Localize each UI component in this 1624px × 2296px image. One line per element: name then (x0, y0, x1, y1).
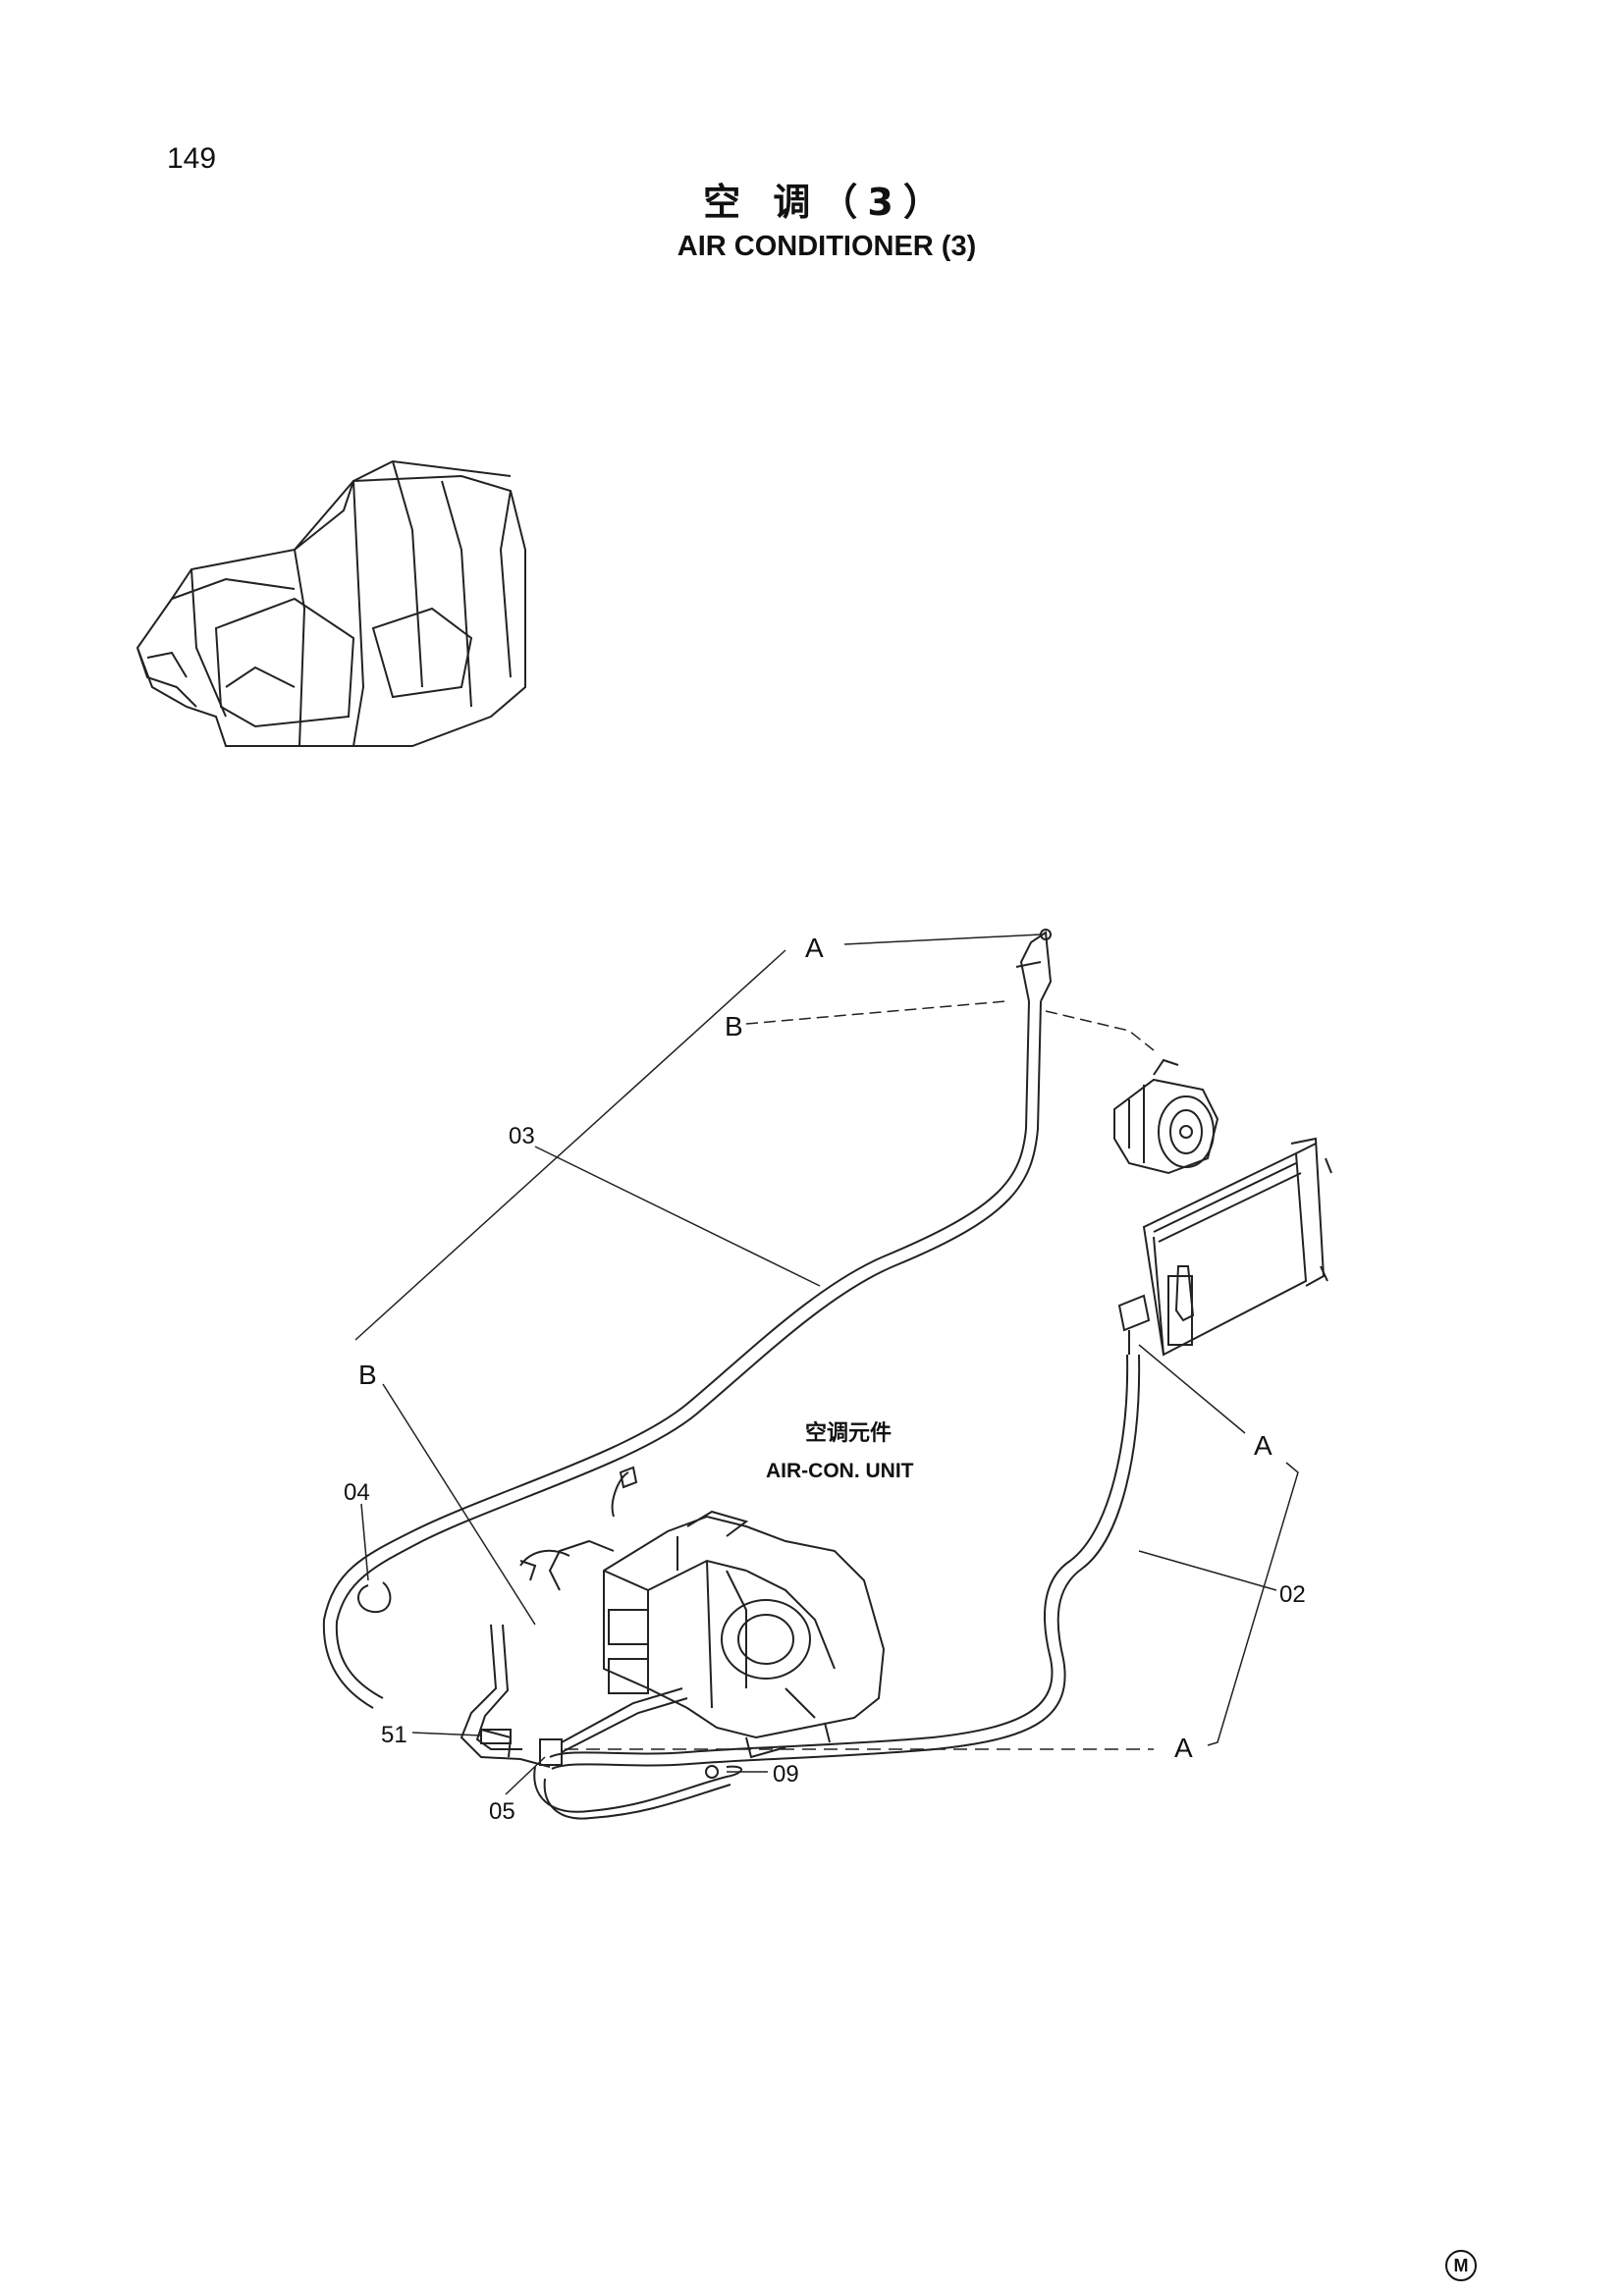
callout-03: 03 (509, 1123, 535, 1149)
corner-mark-badge: M (1445, 2250, 1477, 2281)
condenser-illustration (1117, 1137, 1332, 1357)
air-con-unit-illustration (519, 1466, 886, 1759)
callout-04: 04 (344, 1479, 370, 1506)
compressor-illustration (1113, 1058, 1219, 1175)
page-number: 149 (167, 142, 217, 175)
ref-label-b-left: B (358, 1360, 377, 1390)
callout-09: 09 (773, 1761, 799, 1788)
excavator-overview-illustration (135, 459, 526, 747)
ref-label-b-top: B (725, 1011, 743, 1041)
unit-label-chinese: 空调元件 (805, 1420, 892, 1445)
callout-02: 02 (1279, 1581, 1306, 1608)
page-title-english: AIR CONDITIONER (3) (677, 231, 977, 262)
hose-assembly (322, 929, 1141, 1820)
unit-label-english: AIR-CON. UNIT (766, 1460, 914, 1482)
page-title-chinese: 空 调（3） (703, 181, 950, 224)
callout-51: 51 (381, 1722, 407, 1748)
ref-label-a-bottom: A (1174, 1733, 1193, 1763)
callout-05: 05 (489, 1798, 515, 1825)
ref-label-a-top: A (805, 933, 824, 963)
reference-lines (354, 934, 1299, 1795)
ref-label-a-right: A (1254, 1430, 1272, 1461)
